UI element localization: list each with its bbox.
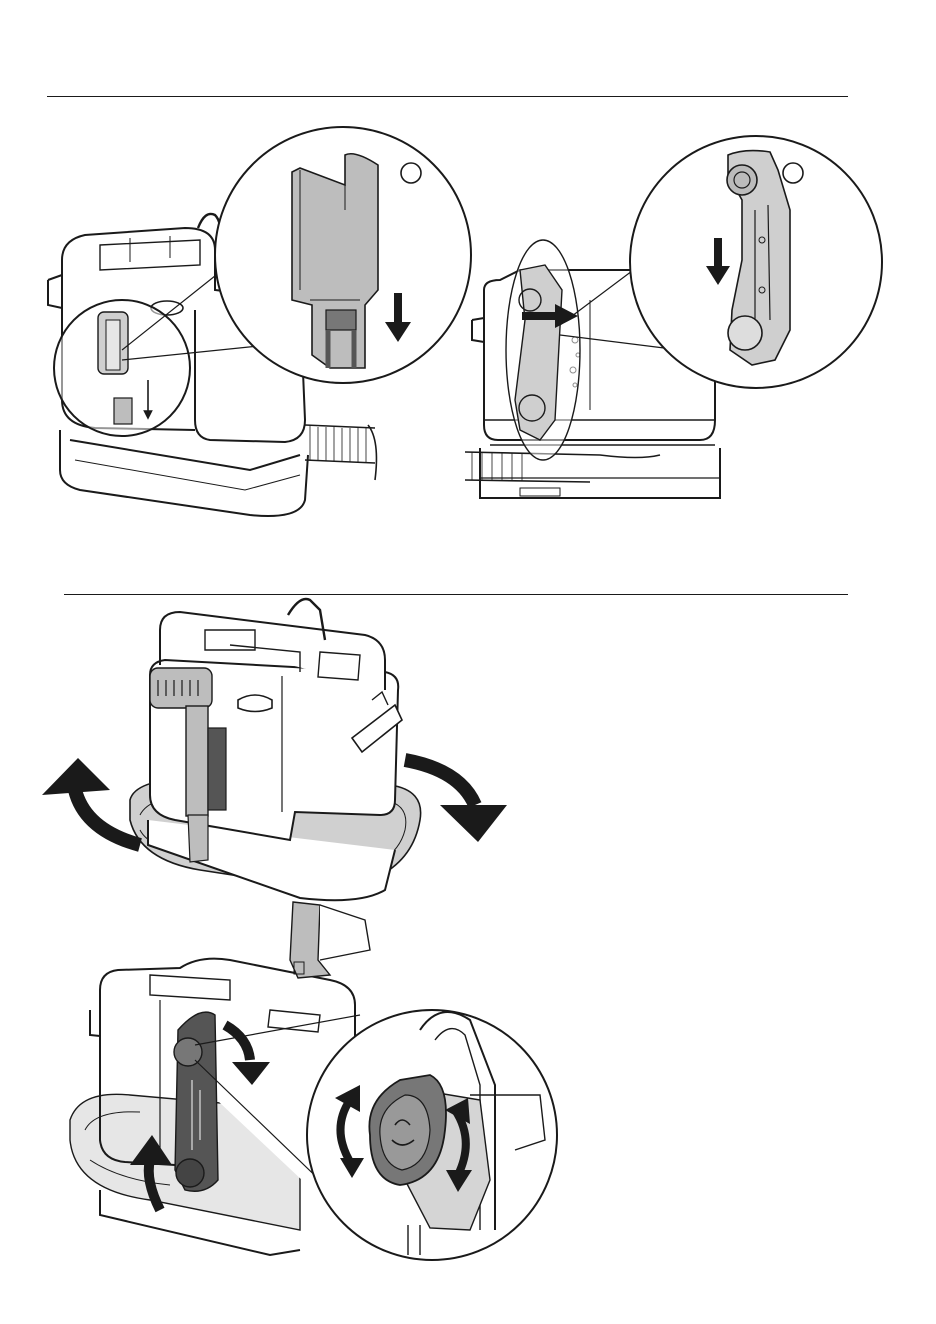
callout-marker [401, 163, 421, 183]
figure-hose-wrap [42, 599, 507, 900]
figure-handle-clip-install [465, 136, 882, 498]
figure-tool-clip-install [48, 127, 471, 516]
callout-marker [783, 163, 803, 183]
figure-cord-wrap [70, 902, 557, 1260]
